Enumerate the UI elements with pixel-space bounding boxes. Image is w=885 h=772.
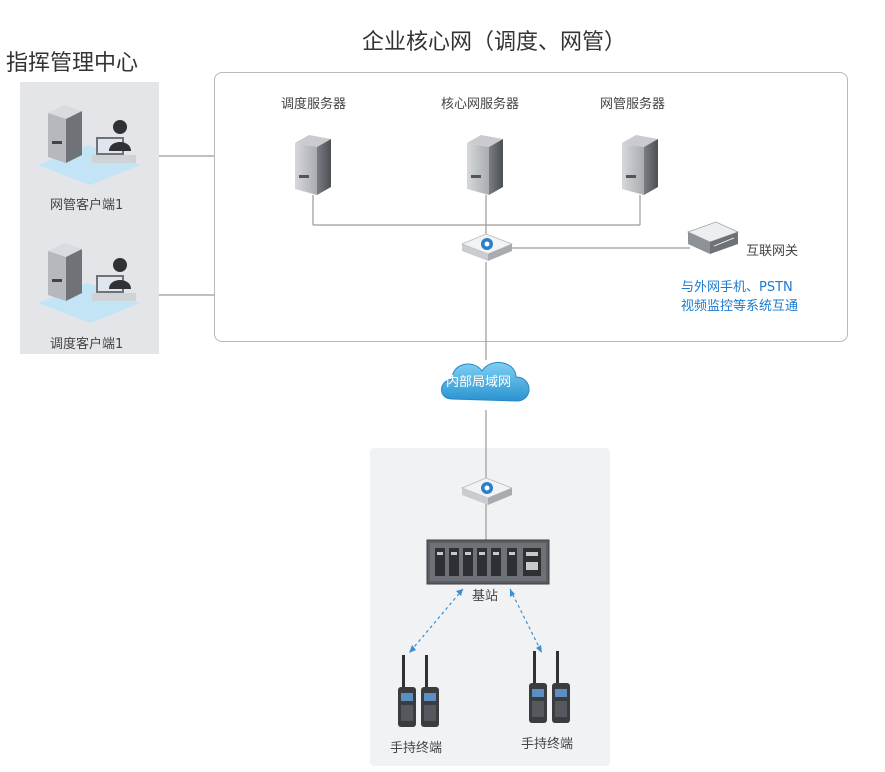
switch-icon-core bbox=[460, 233, 514, 261]
server-label-core: 核心网服务器 bbox=[441, 97, 520, 112]
core-network-frame bbox=[214, 72, 848, 342]
core-network-title: 企业核心网（调度、网管） bbox=[362, 30, 627, 55]
radio-icon-left-b bbox=[421, 655, 439, 727]
workstation-icon-dispatch bbox=[38, 243, 140, 323]
link-lines bbox=[159, 155, 690, 540]
command-center-title: 指挥管理中心 bbox=[6, 51, 139, 76]
server-icon-nms bbox=[622, 135, 658, 195]
client-label-nms: 网管客户端1 bbox=[50, 198, 124, 213]
server-label-nms: 网管服务器 bbox=[600, 97, 666, 112]
radio-icon-left-a bbox=[398, 655, 416, 727]
handheld-label-right: 手持终端 bbox=[521, 737, 574, 752]
workstation-icon-nms bbox=[38, 105, 140, 185]
server-label-dispatch: 调度服务器 bbox=[281, 97, 347, 112]
base-station-label: 基站 bbox=[472, 589, 499, 604]
cloud-icon bbox=[441, 362, 530, 402]
radio-icon-right-a bbox=[529, 651, 547, 723]
switch-icon-base bbox=[460, 477, 514, 505]
gateway-note-line2: 视频监控等系统互通 bbox=[681, 299, 799, 314]
handheld-label-left: 手持终端 bbox=[390, 741, 443, 756]
radio-links bbox=[408, 588, 543, 654]
client-label-dispatch: 调度客户端1 bbox=[50, 337, 124, 352]
radio-icon-right-b bbox=[552, 651, 570, 723]
gateway-label: 互联网关 bbox=[746, 244, 799, 259]
gateway-icon bbox=[686, 221, 740, 254]
base-station-icon bbox=[426, 539, 550, 585]
server-icon-core bbox=[467, 135, 503, 195]
lan-label: 内部局域网 bbox=[446, 375, 512, 390]
gateway-note-line1: 与外网手机、PSTN bbox=[681, 280, 793, 295]
server-icon-dispatch bbox=[295, 135, 331, 195]
radio-arrowheads bbox=[409, 589, 542, 653]
